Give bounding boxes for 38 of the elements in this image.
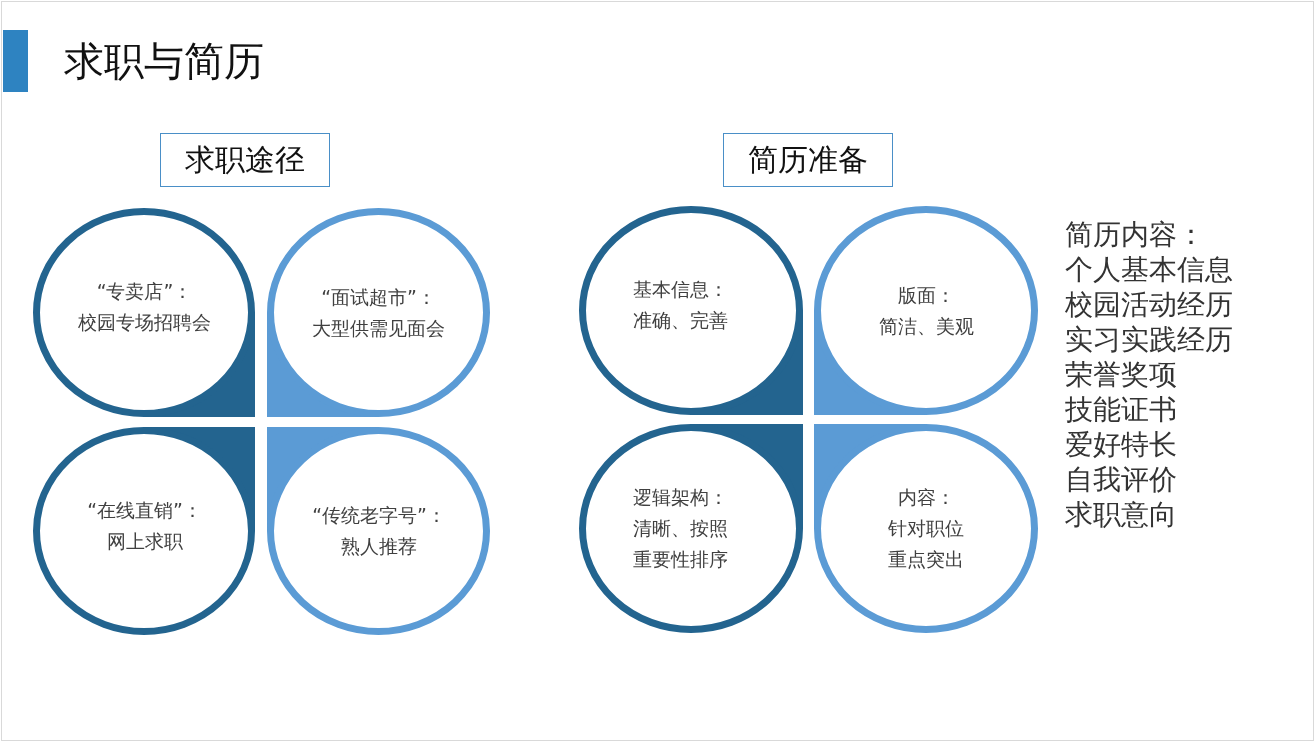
circle-text: 简洁、美观 xyxy=(879,314,974,339)
list-item: 爱好特长 xyxy=(1065,428,1177,462)
list-item: 实习实践经历 xyxy=(1065,323,1233,357)
circle-text: 清晰、按照重要性排序 xyxy=(633,516,729,572)
circle-petal xyxy=(33,208,255,417)
heading-box xyxy=(723,133,893,187)
heading-box xyxy=(160,133,330,187)
circle-text: 校园专场招聘会 xyxy=(78,310,211,335)
circle-heading: “面试超市”： xyxy=(321,285,436,310)
list-item: 技能证书 xyxy=(1065,393,1177,427)
circle-heading: 内容： xyxy=(897,485,955,510)
circle-heading: “在线直销”： xyxy=(87,498,202,523)
circle-heading: “专卖店”： xyxy=(96,279,193,304)
list-item: 荣誉奖项 xyxy=(1065,358,1177,392)
circle-petal xyxy=(814,424,1038,633)
circle-heading: 基本信息： xyxy=(633,277,728,302)
list-heading: 简历内容： xyxy=(1065,218,1205,252)
section-heading: 简历准备 xyxy=(748,140,868,179)
circle-text: 针对职位重点突出 xyxy=(887,516,965,572)
circle-petal xyxy=(579,424,803,633)
list-item: 校园活动经历 xyxy=(1065,288,1233,322)
list-item: 求职意向 xyxy=(1065,498,1177,532)
circle-text: 网上求职 xyxy=(106,529,183,554)
circle-petal xyxy=(267,427,490,635)
circle-petal xyxy=(579,206,803,415)
list-item: 自我评价 xyxy=(1065,463,1177,497)
circle-text: 准确、完善 xyxy=(633,308,728,333)
slide-title: 求职与简历 xyxy=(64,37,264,86)
section-heading: 求职途径 xyxy=(185,140,305,179)
circle-heading: 逻辑架构： xyxy=(633,485,728,510)
circle-petal xyxy=(33,427,255,635)
circle-petal xyxy=(267,208,490,417)
circle-petal xyxy=(814,206,1038,415)
list-item: 个人基本信息 xyxy=(1065,253,1233,287)
circle-text: 熟人推荐 xyxy=(341,534,417,559)
circle-text: 大型供需见面会 xyxy=(312,316,445,341)
circle-heading: “传统老字号”： xyxy=(312,503,446,528)
circle-heading: 版面： xyxy=(898,283,955,308)
